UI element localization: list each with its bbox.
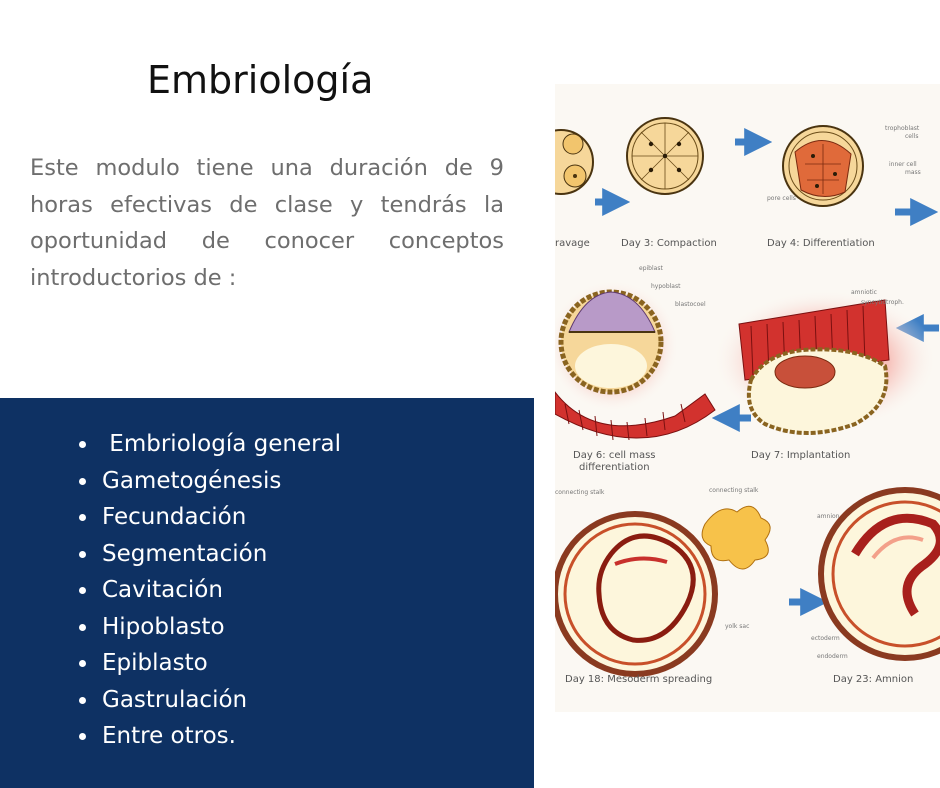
implantation-stage [713, 290, 937, 435]
diagram-label: ectoderm [811, 635, 840, 642]
diagram-caption: Day 4: Differentiation [767, 238, 875, 249]
diagram-label: blastocoel [675, 301, 706, 308]
diagram-caption: Day 18: Mesoderm spreading [565, 674, 712, 685]
diagram-caption: Day 3: Compaction [621, 238, 717, 249]
compaction-stage [626, 117, 704, 195]
diagram-label: amnion [817, 513, 840, 520]
diagram-label: connecting stalk [709, 487, 759, 494]
topics-panel [0, 398, 534, 788]
diagram-label: cells [905, 133, 918, 140]
embryology-illustration: trophoblast cells inner cell mass pore c… [555, 84, 940, 712]
list-item: Epiblasto [78, 645, 341, 682]
diagram-label: endoderm [817, 653, 848, 660]
topics-list: Embriología general Gametogénesis Fecund… [78, 426, 341, 755]
cleavage-stage [555, 129, 594, 195]
diagram-label: trophoblast [885, 125, 920, 132]
diagram-caption: Day 23: Amnion [833, 674, 913, 685]
diagram-caption: Day 6: cell mass [573, 450, 656, 461]
mesoderm-stage [555, 505, 771, 677]
list-item: Entre otros. [78, 718, 341, 755]
page-title: Embriología [147, 58, 374, 102]
list-item: Segmentación [78, 536, 341, 573]
diagram-caption: ravage [555, 238, 590, 249]
differentiation-stage [782, 125, 864, 207]
list-item: Cavitación [78, 572, 341, 609]
list-item: Fecundación [78, 499, 341, 536]
module-description: Este modulo tiene una duración de 9 hora… [30, 155, 504, 291]
diagram-label: amniotic [851, 289, 877, 296]
diagram-label: syncytiotroph. [861, 299, 904, 306]
list-item: Hipoblasto [78, 609, 341, 646]
diagram-label: epiblast [639, 265, 663, 272]
list-item: Gametogénesis [78, 463, 341, 500]
diagram-label: connecting stalk [555, 489, 605, 496]
diagram-caption: differentiation [579, 462, 650, 473]
list-item: Embriología general [78, 426, 341, 463]
diagram-label: inner cell [889, 161, 917, 168]
diagram-caption: Day 7: Implantation [751, 450, 850, 461]
diagram-label: yolk sac [725, 623, 749, 630]
diagram-label: hypoblast [651, 283, 681, 290]
list-item: Gastrulación [78, 682, 341, 719]
blastocyst-stage [555, 280, 716, 441]
diagram-label: mass [905, 169, 921, 176]
embryo-development-diagram: trophoblast cells inner cell mass pore c… [555, 117, 940, 685]
amnion-stage [818, 487, 940, 661]
diagram-label: pore cells [767, 195, 796, 202]
